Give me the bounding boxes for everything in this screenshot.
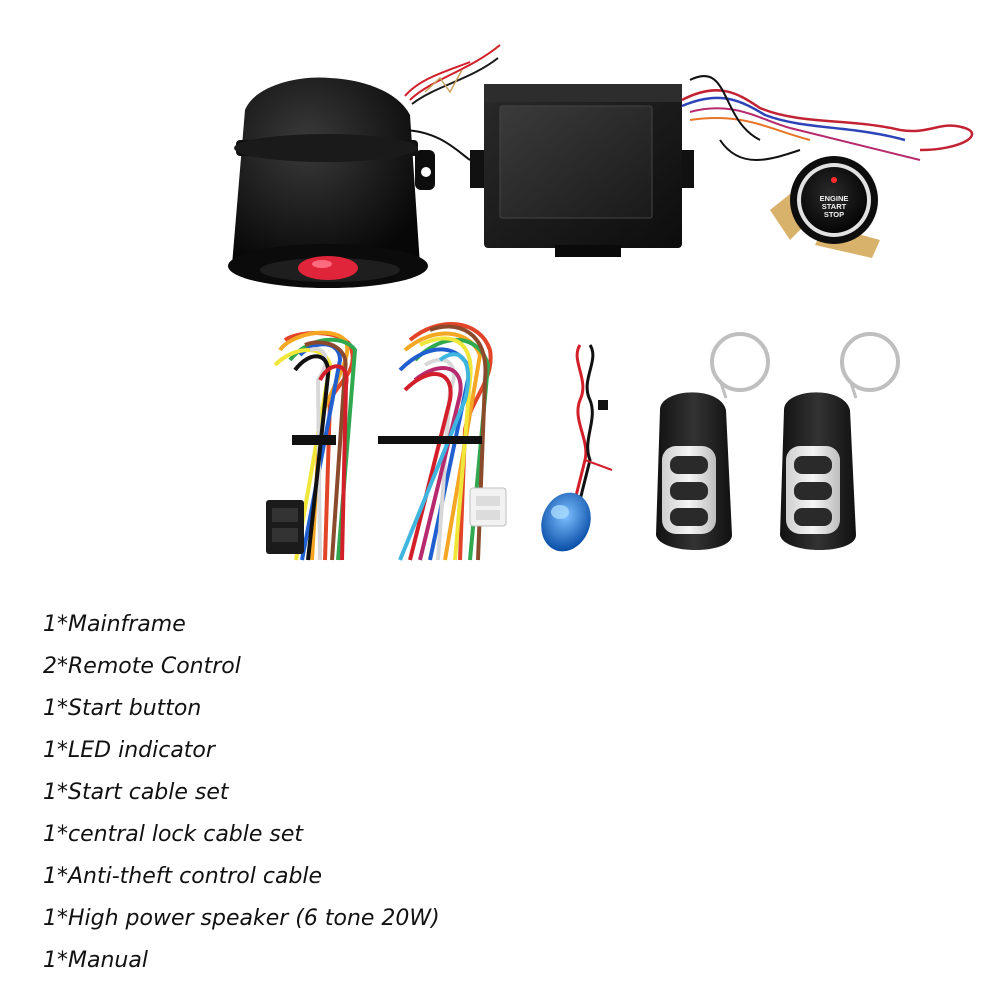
remote-control-2 (780, 332, 900, 550)
package-list: 1*Mainframe 2*Remote Control 1*Start but… (43, 604, 440, 982)
start-button-text-1: ENGINE (820, 194, 849, 203)
start-stop-button: ENGINE START STOP (770, 156, 880, 258)
list-item-anti-theft-cable: 1*Anti-theft control cable (43, 864, 323, 889)
list-item-led-indicator: 1*LED indicator (43, 738, 215, 763)
start-cable-set (266, 330, 358, 561)
start-button-text-3: STOP (824, 210, 844, 219)
mainframe-wires (681, 75, 974, 161)
list-item-start-cable-set: 1*Start cable set (43, 780, 229, 805)
siren-speaker (228, 44, 501, 288)
mainframe-box (470, 84, 694, 257)
product-photo: ENGINE START STOP (228, 44, 974, 561)
list-item-speaker: 1*High power speaker (6 tone 20W) (43, 906, 440, 931)
list-item-central-lock-cable-set: 1*central lock cable set (43, 822, 304, 847)
list-item-manual: 1*Manual (43, 948, 148, 973)
list-item-remote-control: 2*Remote Control (43, 654, 241, 679)
remote-control-1 (656, 332, 770, 550)
start-button-text-2: START (822, 202, 847, 211)
list-item-mainframe: 1*Mainframe (43, 612, 186, 637)
central-lock-cable-set (378, 322, 507, 561)
led-indicator (541, 344, 613, 552)
list-item-start-button: 1*Start button (43, 696, 202, 721)
